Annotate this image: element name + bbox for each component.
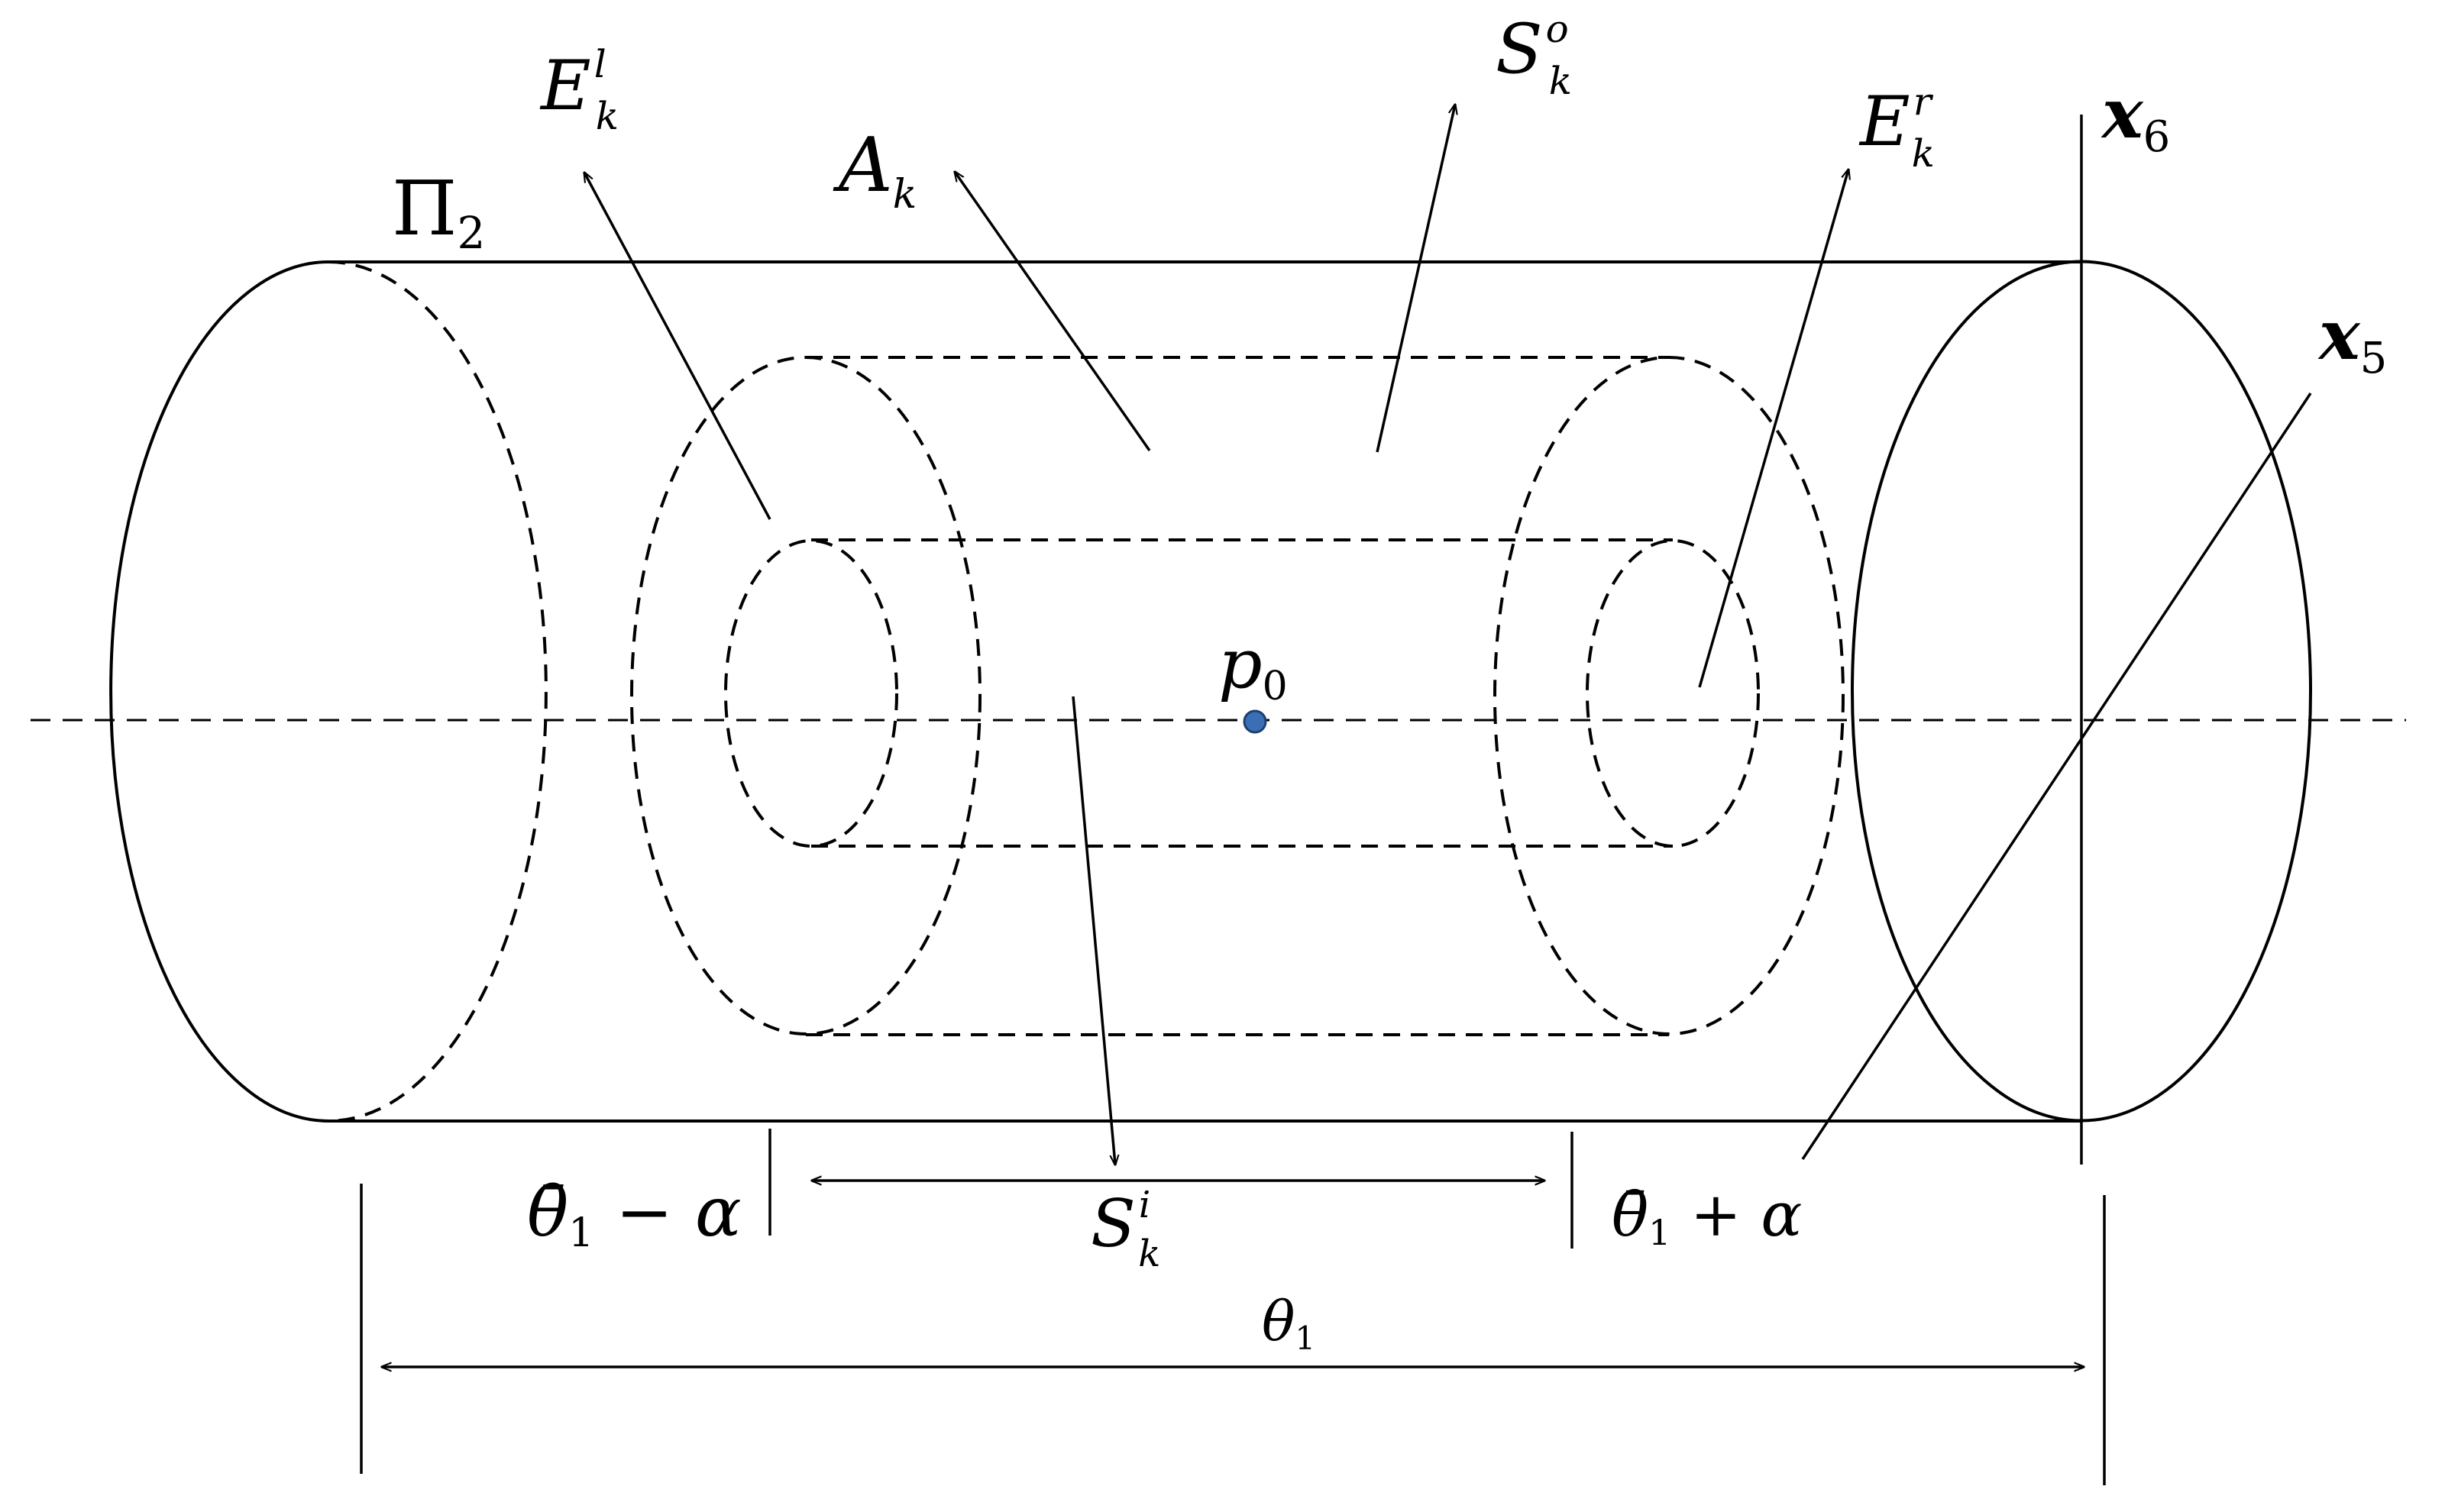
x5-axis-line [1801,393,2312,1160]
label-ekr-sub: k [1912,131,1935,176]
label-ekl-sup: l [594,42,606,86]
label-theta-plus-sub: 1 [1648,1212,1670,1253]
label-ak-sub: k [893,172,917,218]
label-x6: x6 [2101,73,2170,162]
label-ski-main: S [1091,1186,1136,1262]
label-theta-plus-rest: + α [1670,1179,1802,1250]
label-pi2-main: Π [392,166,457,253]
outer-left-front-arc [109,260,329,1123]
arrow-ekl [584,173,771,520]
middle-cylinder [630,356,1845,1036]
label-x5-main: x [2317,295,2361,376]
label-ski-sub: k [1138,1233,1160,1275]
label-p0-sub: 0 [1263,664,1288,709]
label-ekl-main: E [539,46,591,126]
inner-left-ellipse [724,539,898,848]
point-p0 [1243,709,1267,734]
label-pi2-sub: 2 [457,207,485,259]
label-theta-minus-alpha: θ̄1 − α [527,1172,742,1256]
outer-cylinder [109,260,2312,1123]
middle-right-ellipse [1493,356,1845,1035]
label-ski-sup: i [1139,1184,1150,1226]
label-theta1-main: θ [1262,1289,1295,1353]
label-theta1: θ1 [1262,1289,1315,1357]
label-x5: x5 [2317,295,2387,383]
arrow-ski [1072,696,1115,1165]
label-ak-main: A [833,122,893,209]
label-theta-plus-main: θ̄ [1612,1179,1648,1250]
label-theta1-sub: 1 [1295,1320,1315,1357]
label-pi2: Π2 [392,166,485,259]
label-ekr-main: E [1858,82,1910,162]
inner-right-ellipse [1586,539,1760,848]
arrow-sko [1376,105,1455,453]
label-ak: Ak [833,122,917,218]
outer-left-hidden-arc [328,260,548,1123]
label-sko-sub: k [1549,59,1572,103]
middle-left-ellipse [630,356,982,1035]
label-x6-sub: 6 [2143,112,2171,162]
label-x5-sub: 5 [2360,334,2388,383]
inner-cylinder [724,538,1760,848]
label-sko-main: S [1496,9,1543,89]
label-theta-plus-alpha: θ̄1 + α [1612,1179,1802,1253]
label-p0: p0 [1218,624,1288,709]
label-x6-main: x [2101,73,2144,154]
arrow-ak [955,172,1151,452]
label-theta-minus-sub: 1 [568,1210,593,1256]
label-ekl-sub: k [596,94,619,138]
label-p0-main: p [1218,624,1263,704]
arrow-ekr [1698,170,1848,688]
label-theta-minus-rest: − α [593,1172,741,1252]
label-ekr-sup: r [1913,79,1934,124]
label-theta-minus-main: θ̄ [527,1172,568,1252]
label-sko-sup: o [1546,7,1569,51]
